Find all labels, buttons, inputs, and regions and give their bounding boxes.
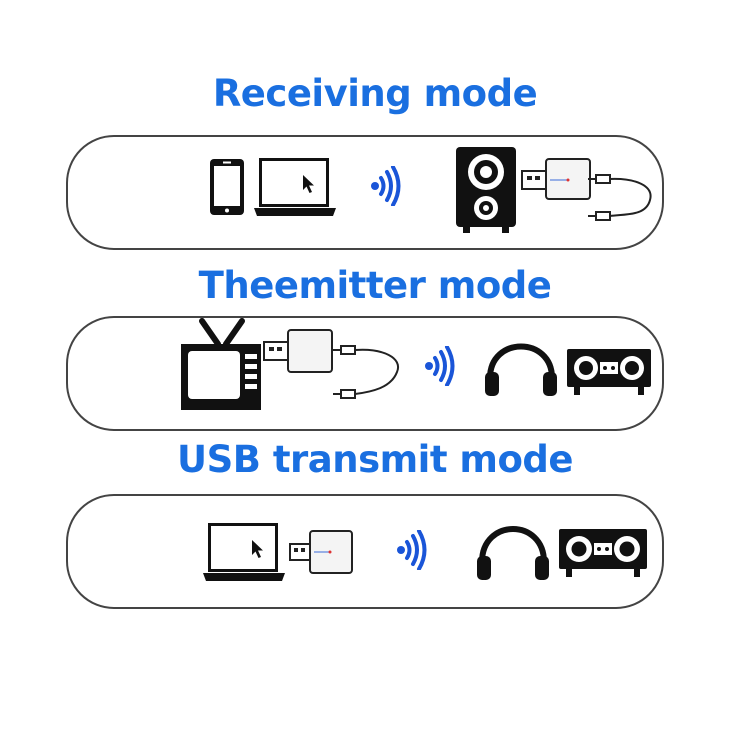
tv-icon [181,318,261,410]
smartphone-icon [210,159,244,215]
bluetooth-adapter-icon [521,158,591,200]
emitter-mode-panel [66,316,664,431]
usb-transmit-mode-title: USB transmit mode [177,438,573,481]
boombox-icon [567,349,651,395]
aux-cable-icon [333,345,400,399]
wireless-signal-icon [397,530,427,570]
headphones-icon [485,343,557,396]
wireless-signal-icon [371,166,401,206]
headphones-icon [477,526,549,580]
receiving-mode-title: Receiving mode [212,72,538,115]
wireless-signal-icon [425,346,455,386]
bluetooth-adapter-icon [289,530,353,574]
bluetooth-adapter-icon [263,329,333,373]
laptop-icon [203,523,285,581]
emitter-mode-title: Theemitter mode [198,264,552,307]
aux-cable-icon [588,174,652,221]
speaker-icon [456,147,516,233]
laptop-icon [254,158,336,216]
boombox-icon [559,529,647,577]
